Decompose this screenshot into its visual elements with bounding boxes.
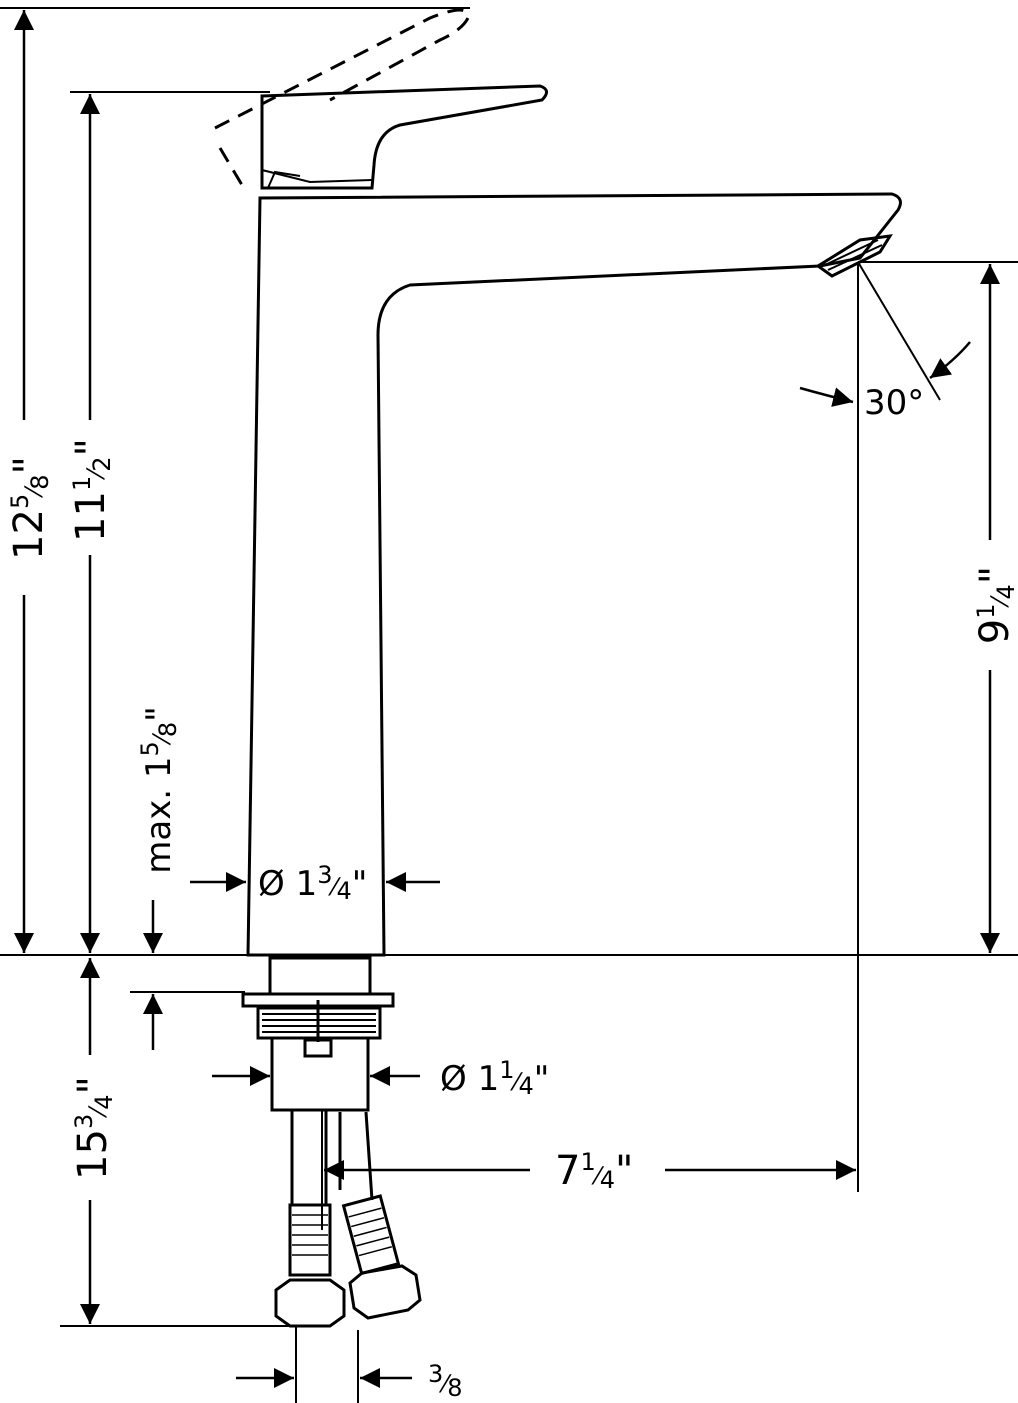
svg-text:153⁄4": 153⁄4"	[70, 1076, 118, 1180]
max-deck-prefix: max. 1	[139, 756, 179, 873]
dimension-lines	[14, 10, 1000, 1388]
label-spout-height: 91⁄4"	[972, 566, 1018, 644]
shank-top	[268, 956, 372, 996]
label-max-deck: max. 15⁄8"	[136, 706, 182, 874]
shank-tube	[270, 1036, 370, 1112]
spout-height-whole: 9	[972, 619, 1018, 644]
underdeck-parts	[241, 956, 422, 1328]
faucet-outline	[0, 8, 1018, 957]
label-shank-diameter: Ø 11⁄4"	[440, 1056, 549, 1100]
svg-text:91⁄4": 91⁄4"	[972, 566, 1018, 644]
hose-left	[290, 1110, 328, 1205]
handle-raised-dashed	[214, 8, 470, 130]
label-body-height: 111⁄2"	[68, 438, 116, 542]
hose-right	[338, 1111, 374, 1201]
svg-text:111⁄2": 111⁄2"	[68, 438, 116, 542]
total-height-whole: 12	[6, 509, 52, 560]
label-hose-length: 153⁄4"	[70, 1076, 118, 1180]
svg-text:max. 15⁄8": max. 15⁄8"	[136, 706, 182, 874]
extension-lines	[0, 7, 1018, 1403]
label-total-height: 125⁄8"	[6, 456, 54, 560]
screw	[303, 1038, 333, 1058]
nut-right	[348, 1264, 422, 1320]
label-body-diameter: Ø 13⁄4"	[258, 861, 367, 905]
handle	[260, 84, 548, 190]
nut-left	[274, 1278, 346, 1328]
aerator	[815, 234, 893, 278]
label-spout-reach: 71⁄4"	[555, 1148, 633, 1194]
faucet-body	[246, 192, 902, 957]
label-spray-angle: 30°	[864, 383, 924, 423]
hose-length-whole: 15	[70, 1129, 116, 1180]
body-height-whole: 11	[68, 491, 114, 542]
label-connection: 3⁄8	[428, 1360, 463, 1402]
svg-text:125⁄8": 125⁄8"	[6, 456, 54, 560]
